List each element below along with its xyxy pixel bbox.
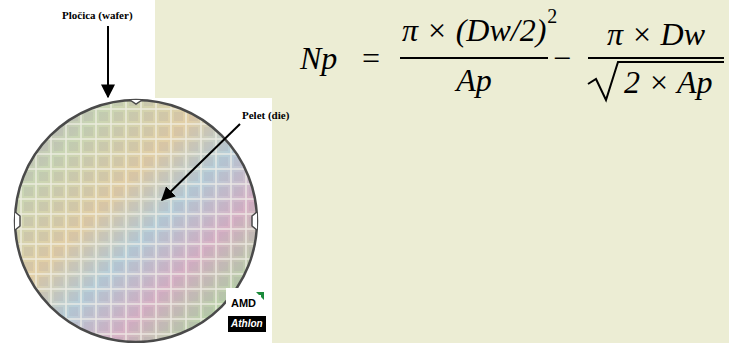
fraction-bar bbox=[588, 57, 724, 59]
formula-exponent: 2 bbox=[547, 6, 557, 26]
formula-operator: − bbox=[553, 42, 571, 74]
formula-denominator: Ap bbox=[456, 64, 492, 96]
leader-line bbox=[107, 26, 109, 97]
wafer bbox=[0, 90, 272, 343]
logo-text: AMD bbox=[229, 297, 258, 310]
formula-operator: = bbox=[362, 42, 380, 74]
logo-text: Athlon bbox=[228, 316, 266, 332]
formula-numerator: π × Dw bbox=[607, 18, 705, 50]
formula-numerator: π × (Dw/2) bbox=[402, 14, 546, 46]
leader-line bbox=[162, 124, 240, 200]
callout-label: Pelet (die) bbox=[242, 110, 289, 121]
formula-denominator: 2 × Ap bbox=[624, 66, 713, 98]
callout-label: Pločica (wafer) bbox=[62, 10, 133, 21]
formula-symbol: Np bbox=[300, 42, 337, 74]
logo-ground bbox=[226, 288, 268, 336]
fraction-bar bbox=[400, 57, 548, 59]
radical-sign bbox=[588, 62, 724, 100]
